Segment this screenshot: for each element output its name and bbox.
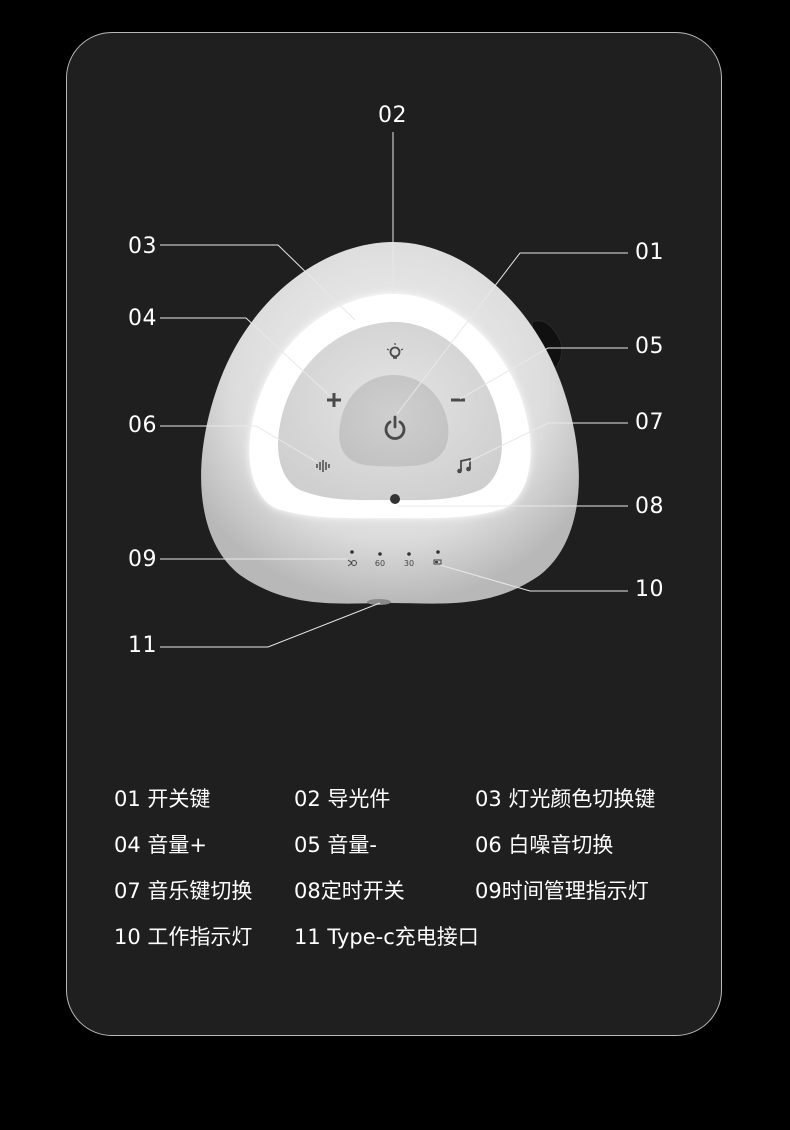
callout-02: 02 [378, 103, 407, 128]
legend-item-07: 07 音乐键切换 [114, 879, 253, 903]
callout-05: 05 [635, 334, 664, 359]
leader-line-11 [160, 602, 381, 648]
leader-line-10 [439, 564, 628, 592]
legend-item-01: 01 开关键 [114, 787, 211, 811]
callout-09: 09 [128, 547, 157, 572]
legend-item-02: 02 导光件 [294, 787, 391, 811]
timer-label-30: 30 [404, 559, 414, 568]
white-noise-icon[interactable] [316, 460, 330, 472]
legend-item-04: 04 音量+ [114, 833, 207, 857]
music-note-icon[interactable] [457, 457, 471, 474]
legend-item-06: 06 白噪音切换 [475, 833, 614, 857]
leader-line-01 [396, 252, 628, 415]
legend-item-08: 08定时开关 [294, 879, 405, 903]
legend-item-11: 11 Type-c充电接口 [294, 925, 479, 949]
indicator-dot [378, 552, 382, 556]
bulb-icon[interactable] [386, 343, 404, 359]
timer-button-dot[interactable] [390, 494, 400, 504]
legend-item-05: 05 音量- [294, 833, 377, 857]
legend-item-03: 03 灯光颜色切换键 [475, 787, 656, 811]
usb-c-port [367, 599, 391, 605]
timer-label-60: 60 [375, 559, 385, 568]
indicator-dot [407, 552, 411, 556]
leader-line-07 [465, 422, 628, 464]
leader-line-06 [160, 425, 318, 463]
leader-line-05 [459, 347, 628, 400]
legend-item-09: 09时间管理指示灯 [475, 879, 649, 903]
battery-icon [433, 559, 442, 565]
timer-arrow-icon [347, 559, 357, 567]
indicator-dot [436, 550, 440, 554]
leader-line-03 [160, 244, 356, 321]
callout-07: 07 [635, 410, 664, 435]
callout-03: 03 [128, 234, 157, 259]
indicator-dot [350, 550, 354, 554]
callout-04: 04 [128, 306, 157, 331]
plus-icon[interactable] [327, 393, 341, 407]
power-icon[interactable] [384, 415, 406, 440]
callout-10: 10 [635, 577, 664, 602]
legend-item-10: 10 工作指示灯 [114, 925, 253, 949]
callout-11: 11 [128, 633, 157, 658]
callout-01: 01 [635, 240, 664, 265]
callout-06: 06 [128, 413, 157, 438]
callout-08: 08 [635, 494, 664, 519]
leader-line-04 [160, 317, 331, 397]
